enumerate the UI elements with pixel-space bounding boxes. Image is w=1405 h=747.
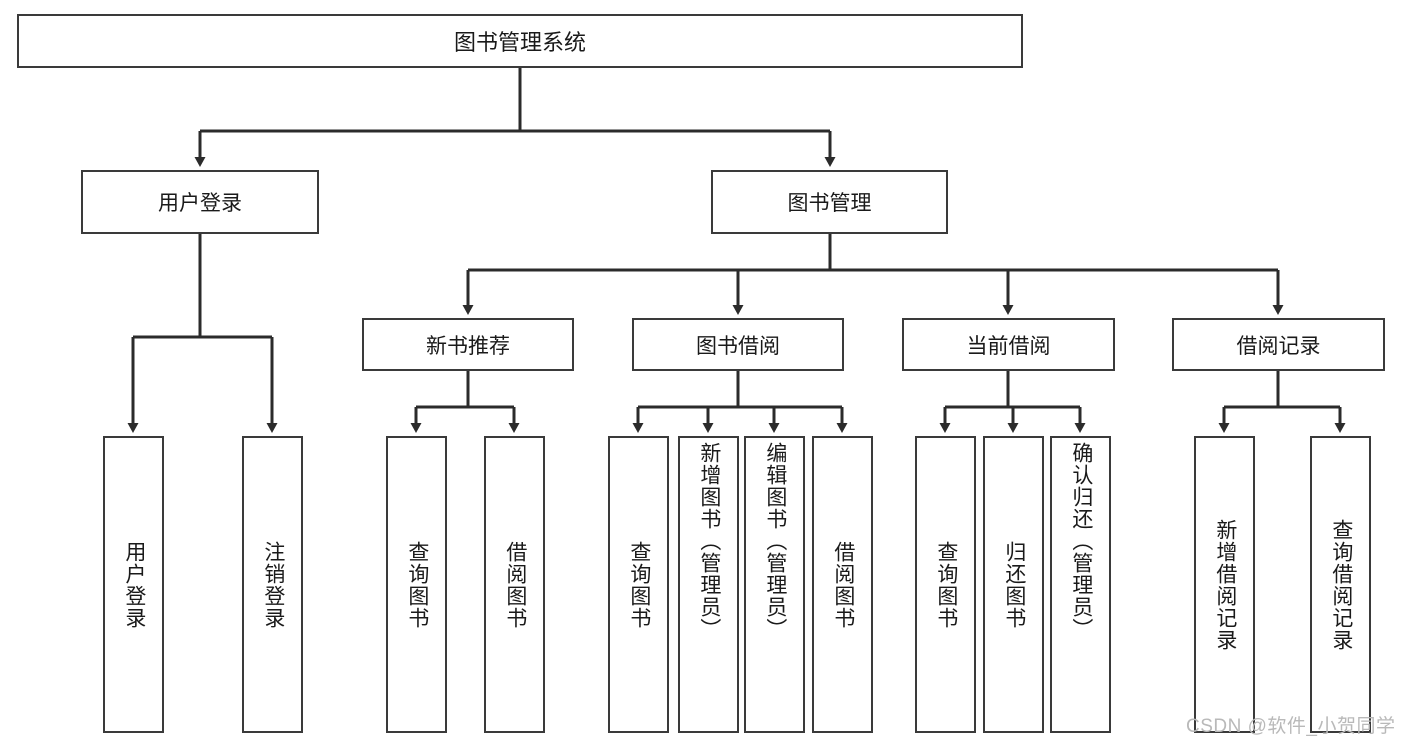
leaf-label: 查询图书 bbox=[405, 540, 429, 629]
node-root-system[interactable]: 图书管理系统 bbox=[17, 14, 1023, 68]
leaf-label: 确认归还（管理员） bbox=[1069, 442, 1093, 640]
node-borrow-record[interactable]: 借阅记录 bbox=[1172, 318, 1385, 371]
leaf-label: 新增图书（管理员） bbox=[697, 442, 721, 640]
leaf-label: 查询借阅记录 bbox=[1329, 518, 1353, 651]
leaf-label: 借阅图书 bbox=[503, 540, 527, 629]
watermark-text: CSDN @软件_小贺同学 bbox=[1186, 716, 1396, 737]
node-user-login[interactable]: 用户登录 bbox=[81, 170, 319, 234]
leaf-edit-book-admin[interactable]: 编辑图书（管理员） bbox=[744, 436, 805, 733]
leaf-query-book-borrow[interactable]: 查询图书 bbox=[608, 436, 669, 733]
node-book-management[interactable]: 图书管理 bbox=[711, 170, 948, 234]
leaf-label: 查询图书 bbox=[627, 540, 651, 629]
leaf-query-book-recommend[interactable]: 查询图书 bbox=[386, 436, 447, 733]
leaf-borrow-book[interactable]: 借阅图书 bbox=[812, 436, 873, 733]
leaf-user-login[interactable]: 用户登录 bbox=[103, 436, 164, 733]
leaf-borrow-book-recommend[interactable]: 借阅图书 bbox=[484, 436, 545, 733]
leaf-query-book-current[interactable]: 查询图书 bbox=[915, 436, 976, 733]
leaf-add-book-admin[interactable]: 新增图书（管理员） bbox=[678, 436, 739, 733]
node-current-borrow[interactable]: 当前借阅 bbox=[902, 318, 1115, 371]
leaf-label: 用户登录 bbox=[122, 540, 146, 629]
node-new-book-recommend[interactable]: 新书推荐 bbox=[362, 318, 574, 371]
leaf-query-borrow-record[interactable]: 查询借阅记录 bbox=[1310, 436, 1371, 733]
leaf-logout[interactable]: 注销登录 bbox=[242, 436, 303, 733]
leaf-label: 查询图书 bbox=[934, 540, 958, 629]
node-book-borrow[interactable]: 图书借阅 bbox=[632, 318, 844, 371]
leaf-label: 注销登录 bbox=[261, 540, 285, 629]
leaf-return-book[interactable]: 归还图书 bbox=[983, 436, 1044, 733]
leaf-label: 归还图书 bbox=[1002, 540, 1026, 629]
leaf-label: 借阅图书 bbox=[831, 540, 855, 629]
leaf-add-borrow-record[interactable]: 新增借阅记录 bbox=[1194, 436, 1255, 733]
leaf-confirm-return-admin[interactable]: 确认归还（管理员） bbox=[1050, 436, 1111, 733]
leaf-label: 新增借阅记录 bbox=[1213, 518, 1237, 651]
leaf-label: 编辑图书（管理员） bbox=[763, 442, 787, 640]
